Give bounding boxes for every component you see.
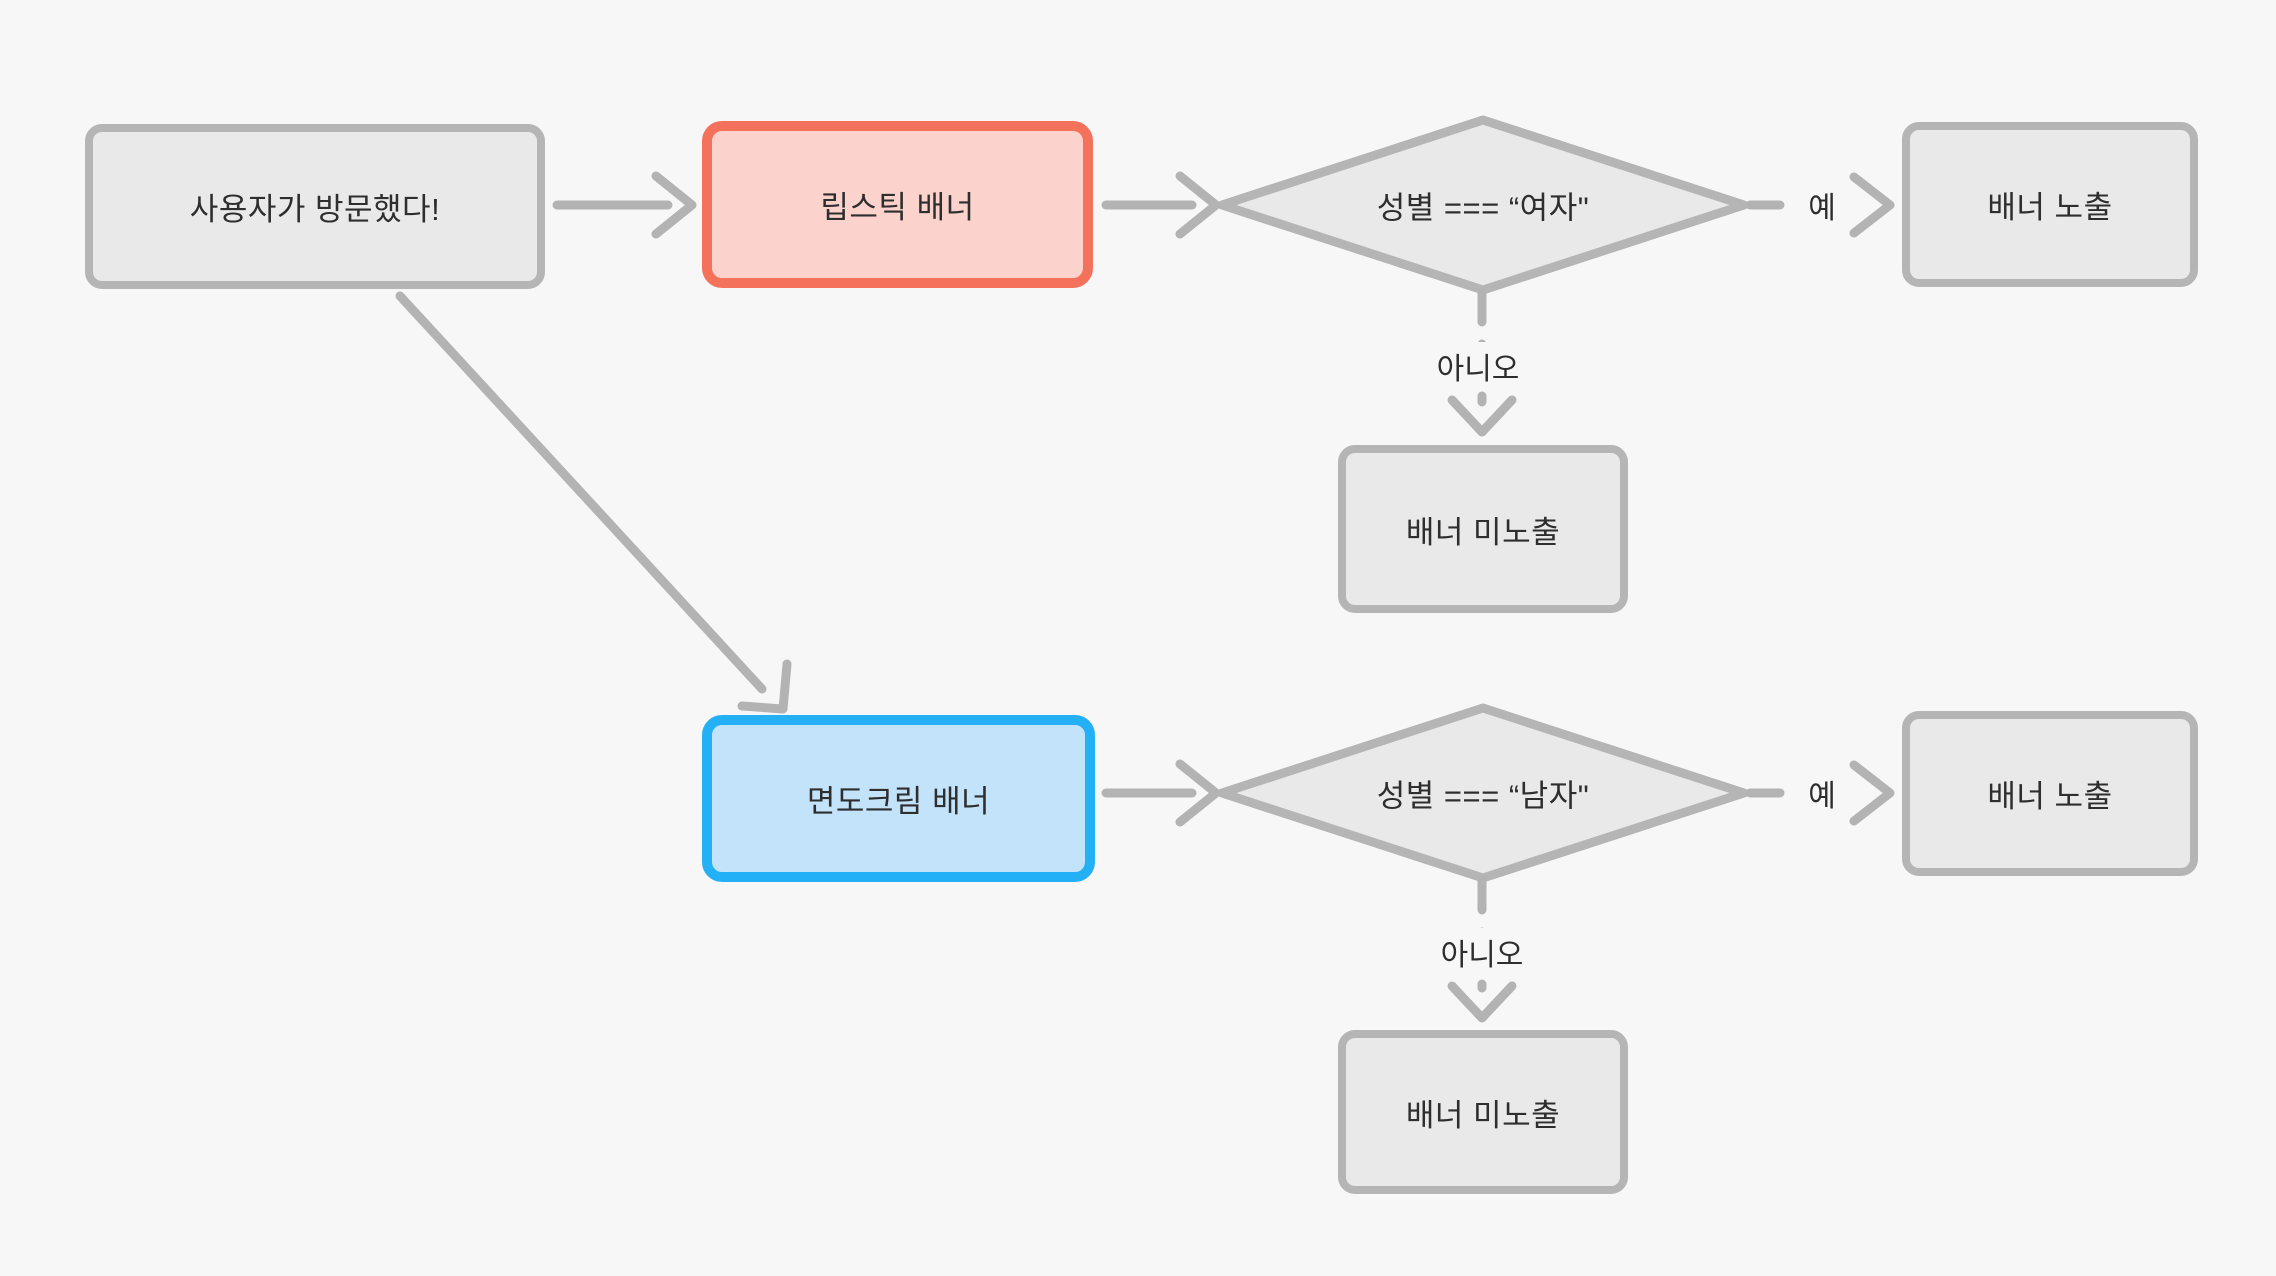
node-banner-shown-2-label: 배너 노출 (1987, 779, 2113, 814)
edge-label-yes-1: 예 (1796, 181, 1848, 229)
node-banner-shown-1: 배너 노출 (1902, 122, 2198, 287)
node-shaving-cream-banner-label: 면도크림 배너 (806, 784, 991, 819)
edge-label-no-2: 아니오 (1428, 928, 1536, 976)
edge-label-no-1: 아니오 (1424, 342, 1532, 390)
node-condition-female-label: 성별 === “여자" (1376, 190, 1590, 226)
arrowhead-right-icon (1175, 759, 1221, 827)
edge-label-yes-2: 예 (1796, 769, 1848, 817)
edge-shaving-to-condition-male (1101, 759, 1221, 827)
node-lipstick-banner: 립스틱 배너 (702, 121, 1093, 288)
node-banner-shown-2: 배너 노출 (1902, 711, 2198, 876)
node-banner-hidden-1: 배너 미노출 (1338, 445, 1628, 613)
arrowhead-right-icon (1849, 172, 1895, 238)
arrowhead-down-icon (1447, 981, 1517, 1023)
node-banner-hidden-2-label: 배너 미노출 (1405, 1097, 1561, 1133)
arrowhead-right-icon (1849, 760, 1895, 826)
arrowhead-right-icon (1175, 171, 1221, 239)
node-shaving-cream-banner: 면도크림 배너 (702, 715, 1095, 882)
node-start-label: 사용자가 방문했다! (189, 192, 441, 227)
edge-start-to-shaving (395, 291, 792, 714)
node-condition-male-label: 성별 === “남자" (1376, 778, 1590, 814)
node-banner-hidden-1-label: 배너 미노출 (1405, 514, 1561, 550)
node-banner-hidden-2: 배너 미노출 (1338, 1030, 1628, 1194)
edge-start-to-lipstick (552, 171, 697, 239)
node-lipstick-banner-label: 립스틱 배너 (820, 190, 975, 225)
condition-female-diamond (1217, 115, 1749, 295)
condition-male-diamond (1217, 703, 1749, 883)
arrowhead-down-right-icon (737, 659, 792, 714)
edge-lipstick-to-condition-female (1101, 171, 1221, 239)
node-banner-shown-1-label: 배너 노출 (1987, 190, 2113, 225)
arrowhead-right-icon (651, 171, 697, 239)
node-start: 사용자가 방문했다! (85, 124, 545, 289)
arrowhead-down-icon (1447, 395, 1517, 437)
